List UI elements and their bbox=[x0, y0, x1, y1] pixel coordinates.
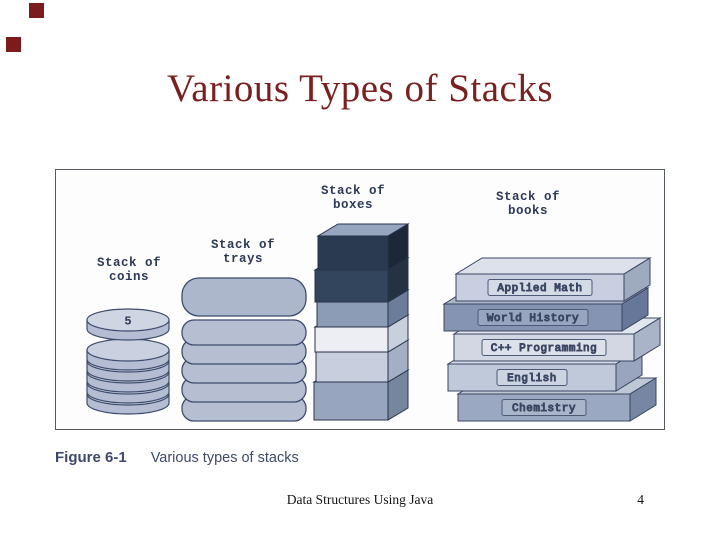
svg-text:Applied Math: Applied Math bbox=[497, 283, 582, 295]
figure-caption-text: Various types of stacks bbox=[150, 450, 299, 466]
svg-text:Stack of: Stack of bbox=[496, 190, 560, 204]
page-number: 4 bbox=[637, 492, 644, 507]
decorative-square-top bbox=[29, 3, 44, 18]
books-label: Stack of books bbox=[496, 190, 560, 218]
svg-text:trays: trays bbox=[223, 252, 263, 266]
figure-caption: Figure 6-1 Various types of stacks bbox=[55, 449, 299, 466]
figure-caption-label: Figure 6-1 bbox=[55, 449, 127, 466]
trays-label: Stack of trays bbox=[211, 238, 275, 266]
svg-text:Stack of: Stack of bbox=[321, 184, 385, 198]
box-1 bbox=[316, 223, 410, 271]
decorative-square-left bbox=[6, 37, 21, 52]
coin-top-number: 5 bbox=[124, 315, 131, 329]
svg-text:coins: coins bbox=[109, 270, 149, 284]
boxes-label: Stack of boxes bbox=[321, 184, 385, 212]
svg-text:C++ Programming: C++ Programming bbox=[491, 343, 598, 355]
book-applied-math: Applied Math bbox=[454, 257, 652, 302]
coin-stack bbox=[86, 308, 170, 415]
box-stack bbox=[312, 223, 410, 421]
svg-text:English: English bbox=[507, 373, 557, 385]
figure-box: Stack of coins 5 bbox=[55, 169, 665, 430]
book-stack: Chemistry English C++ Programming bbox=[442, 257, 662, 422]
svg-text:World History: World History bbox=[487, 313, 579, 325]
svg-text:books: books bbox=[508, 204, 548, 218]
svg-text:Chemistry: Chemistry bbox=[512, 403, 576, 415]
slide-title: Various Types of Stacks bbox=[166, 67, 554, 110]
svg-text:Stack of: Stack of bbox=[97, 256, 161, 270]
svg-text:Stack of: Stack of bbox=[211, 238, 275, 252]
tray-stack bbox=[181, 277, 307, 422]
footer-text: Data Structures Using Java bbox=[286, 492, 434, 507]
coins-label: Stack of coins bbox=[97, 256, 161, 284]
svg-text:boxes: boxes bbox=[333, 198, 373, 212]
stacks-illustration: Stack of coins 5 bbox=[86, 184, 662, 422]
